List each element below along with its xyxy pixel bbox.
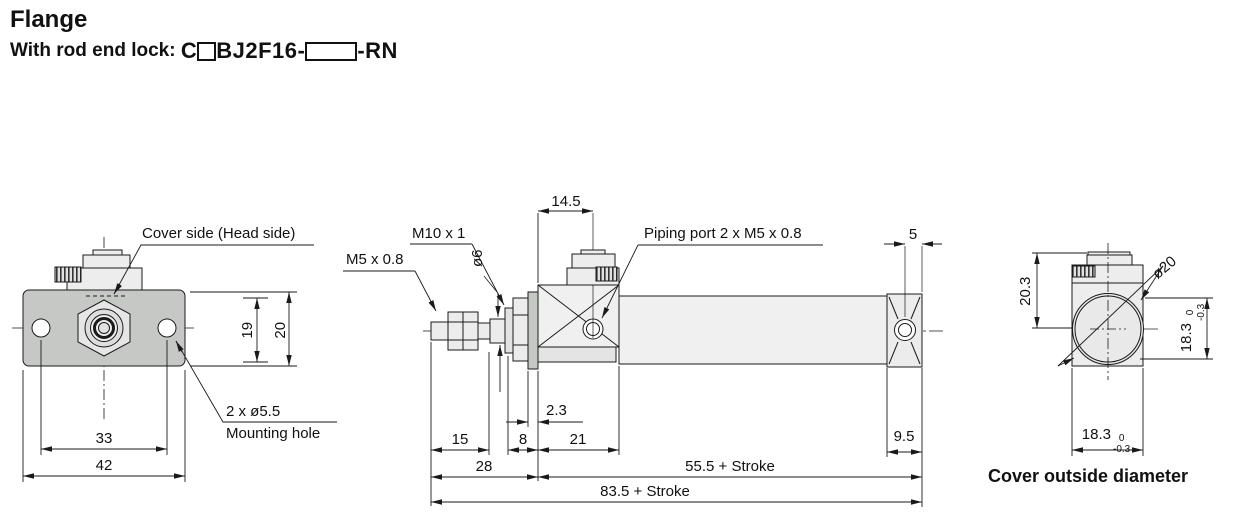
dim-18-3-right-tol-lower: -0.3: [1195, 303, 1207, 322]
page-title: Flange: [10, 6, 88, 33]
mounting-hole-right: [157, 318, 177, 338]
dim-label-33: 33: [95, 430, 113, 447]
dim-label-18-3-right: 18.3 0-0.3: [1178, 295, 1207, 361]
rod-thread-label: M5 x 0.8: [346, 251, 404, 268]
dim-18-3-bottom: [1071, 368, 1144, 456]
left-view-width-dims: [22, 340, 186, 482]
dim-label-19: 19: [238, 321, 256, 339]
dim-label-42: 42: [95, 457, 113, 474]
middle-top-dims: [537, 208, 942, 317]
dim-20-3: [1032, 252, 1087, 329]
lock-knob-front: [54, 249, 143, 291]
rod-end-assembly: [430, 297, 529, 362]
dim-label-55-5-stroke: 55.5 + Stroke: [685, 458, 775, 475]
lock-block: [537, 284, 620, 348]
lock-knob-end: [1071, 251, 1144, 284]
lock-knob-side: [566, 213, 620, 338]
dim-18-3-bottom-value: 18.3: [1081, 426, 1111, 443]
middle-bottom-dims: [430, 342, 923, 507]
mounting-hole-left: [31, 318, 51, 338]
dim-label-9-5: 9.5: [893, 428, 915, 445]
left-view-height-dims: [190, 291, 297, 367]
dim-label-83-5-stroke: 83.5 + Stroke: [600, 483, 690, 500]
model-code-line: With rod end lock: C BJ2F16- -RN: [10, 38, 398, 64]
piping-port-label: Piping port 2 x M5 x 0.8: [644, 225, 802, 242]
dim-18-3-right-value: 18.3: [1178, 323, 1195, 353]
left-view-drawing: [12, 237, 337, 482]
dim-label-21: 21: [569, 431, 587, 448]
model-code-c: C: [180, 38, 198, 63]
dim-18-3-right: [1140, 297, 1213, 360]
dim-label-28: 28: [475, 458, 493, 475]
subtitle-prefix: With rod end lock:: [10, 40, 181, 61]
cylinder-tube: [618, 295, 888, 365]
dim-label-15: 15: [451, 431, 469, 448]
rod-diameter-label: ø6: [468, 249, 486, 268]
middle-leaders: [343, 243, 823, 392]
dim-18-3-bottom-tol-lower: -0.3: [1112, 443, 1131, 455]
dia-20-leader: [1057, 265, 1164, 367]
dim-label-20: 20: [271, 321, 289, 339]
rear-cap: [886, 293, 923, 368]
mounting-thread-label: M10 x 1: [412, 225, 466, 242]
mounting-hole-count-label: 2 x ø5.5: [226, 403, 281, 420]
dim-label-2-3: 2.3: [546, 402, 567, 419]
dim-18-3-right-tol-upper: 0: [1185, 309, 1196, 316]
rear-piping-port-hole: [894, 319, 916, 341]
cover-side-label: Cover side (Head side): [142, 225, 296, 242]
dim-label-8: 8: [518, 431, 528, 448]
right-view-drawing: [1032, 243, 1213, 456]
model-code-suffix: -RN: [357, 38, 398, 63]
mounting-hole-label: Mounting hole: [226, 425, 321, 442]
dim-18-3-bottom-tol-upper: 0: [1118, 433, 1125, 444]
flange-plate-edge: [527, 291, 539, 370]
dim-label-5: 5: [908, 226, 918, 243]
dim-label-18-3-bottom: 18.3 0-0.3: [1073, 426, 1139, 455]
middle-view-drawing: [343, 208, 945, 507]
model-code-mid: BJ2F16-: [216, 38, 306, 63]
left-view-leaders: [113, 244, 337, 423]
rod-hub-front: [77, 299, 131, 357]
bore-size-box: [197, 41, 217, 61]
stroke-box: [305, 41, 358, 61]
dim-label-20-3: 20.3: [1016, 276, 1034, 306]
right-view-caption: Cover outside diameter: [988, 466, 1189, 486]
dim-label-14-5: 14.5: [551, 193, 581, 210]
